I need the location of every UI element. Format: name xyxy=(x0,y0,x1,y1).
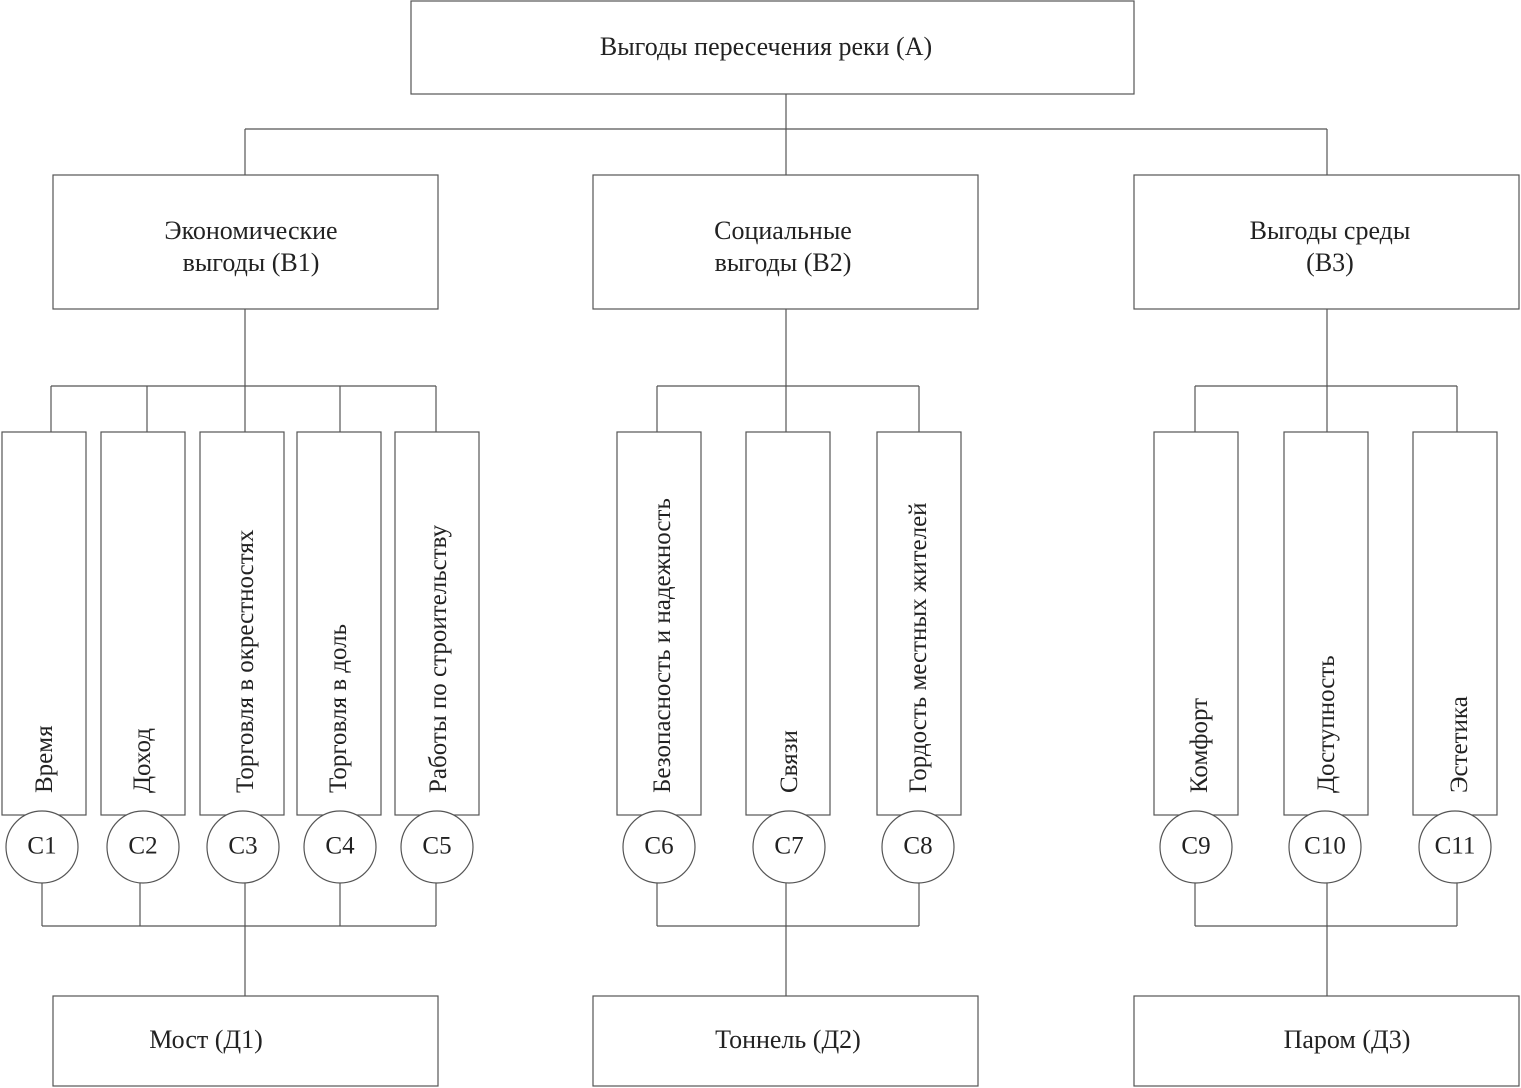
criterion-code: С6 xyxy=(644,833,673,860)
criterion-node-c9: Комфорт xyxy=(1153,431,1239,816)
code-circle-c3: С3 xyxy=(206,810,280,884)
code-circle-c6: С6 xyxy=(622,810,696,884)
criterion-label: Эстетика xyxy=(1446,696,1473,793)
criterion-node-c7: Связи xyxy=(745,431,831,816)
code-circle-c8: С8 xyxy=(881,810,955,884)
criterion-label: Торговля в окрестностях xyxy=(232,529,259,793)
criterion-code: С8 xyxy=(903,833,932,860)
category-node-b1: Экономические выгоды (В1) xyxy=(52,174,439,310)
code-circle-c4: С4 xyxy=(303,810,377,884)
alternative-node-d2: Тоннель (Д2) xyxy=(592,995,979,1087)
alternative-node-d1: Мост (Д1) xyxy=(52,995,439,1087)
category-label-line1: Выгоды среды xyxy=(1250,216,1411,245)
criterion-node-c6: Безопасность и надежность xyxy=(616,431,702,816)
category-label-line1: Экономические xyxy=(164,216,337,245)
criterion-label: Гордость местных жителей xyxy=(905,502,932,793)
category-node-b2: Социальные выгоды (В2) xyxy=(592,174,979,310)
goal-node: Выгоды пересечения реки (А) xyxy=(410,0,1135,95)
alternative-node-d3: Паром (Д3) xyxy=(1133,995,1520,1087)
goal-label: Выгоды пересечения реки (А) xyxy=(600,32,932,61)
criterion-node-c11: Эстетика xyxy=(1412,431,1498,816)
category-label-line2: (В3) xyxy=(1306,248,1354,277)
code-circle-c9: С9 xyxy=(1159,810,1233,884)
criterion-code: С1 xyxy=(27,833,56,860)
criterion-label: Связи xyxy=(776,730,803,793)
criterion-label: Время xyxy=(31,725,58,793)
criterion-label: Торговля в доль xyxy=(325,624,352,793)
category-connectors xyxy=(50,309,1458,432)
criterion-label: Безопасность и надежность xyxy=(649,498,676,793)
category-label-line1: Социальные xyxy=(714,216,852,245)
criterion-code: С10 xyxy=(1304,833,1346,860)
criterion-node-c10: Доступность xyxy=(1283,431,1369,816)
criterion-label: Комфорт xyxy=(1186,698,1213,793)
criterion-node-c8: Гордость местных жителей xyxy=(876,431,962,816)
criterion-code-circles: С1 С2 С3 С4 С5 С6 С7 С8 xyxy=(5,810,1492,884)
code-circle-c5: С5 xyxy=(400,810,474,884)
category-label-line2: выгоды (В1) xyxy=(183,248,320,277)
criterion-node-c5: Работы по строительству xyxy=(394,431,480,816)
code-circle-c1: С1 xyxy=(5,810,79,884)
criterion-label: Доступность xyxy=(1313,655,1340,793)
criterion-code: С9 xyxy=(1181,833,1210,860)
criterion-code: С2 xyxy=(128,833,157,860)
alternative-label: Мост (Д1) xyxy=(149,1025,263,1054)
criterion-node-c3: Торговля в окрестностях xyxy=(199,431,285,816)
code-circle-c11: С11 xyxy=(1418,810,1492,884)
criterion-node-c2: Доход xyxy=(100,431,186,816)
criterion-code: С7 xyxy=(774,833,803,860)
criterion-node-c4: Торговля в доль xyxy=(296,431,382,816)
criterion-label: Доход xyxy=(129,728,156,793)
code-circle-c7: С7 xyxy=(752,810,826,884)
code-circle-c10: С10 xyxy=(1288,810,1362,884)
alternative-label: Паром (Д3) xyxy=(1284,1025,1411,1054)
criterion-code: С3 xyxy=(228,833,257,860)
alternative-connectors xyxy=(41,880,1458,996)
category-node-b3: Выгоды среды (В3) xyxy=(1133,174,1520,310)
criterion-label: Работы по строительству xyxy=(425,524,452,793)
code-circle-c2: С2 xyxy=(106,810,180,884)
criterion-code: С11 xyxy=(1435,833,1476,860)
category-label-line2: выгоды (В2) xyxy=(715,248,852,277)
criterion-code: С5 xyxy=(422,833,451,860)
criterion-code: С4 xyxy=(325,833,355,860)
alternative-label: Тоннель (Д2) xyxy=(715,1025,861,1054)
goal-connectors xyxy=(244,94,1328,175)
criterion-node-c1: Время xyxy=(1,431,87,816)
